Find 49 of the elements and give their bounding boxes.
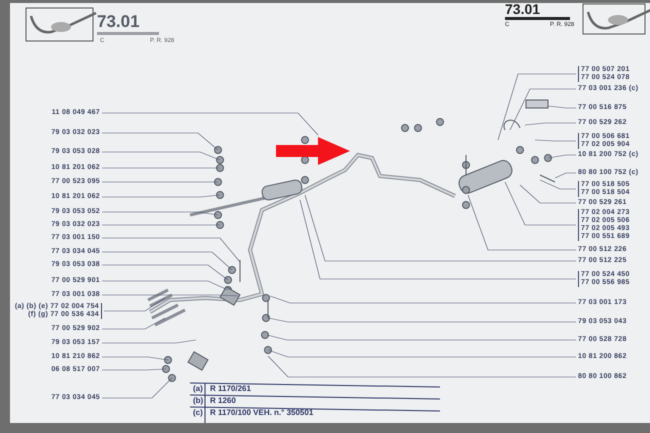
vehicle-type: R 1170/261 xyxy=(210,384,251,393)
bracketed-part-numbers xyxy=(14,303,102,319)
leader-line xyxy=(102,252,232,270)
title-number: 73.01 xyxy=(97,12,140,32)
leader-line xyxy=(102,356,168,360)
leader-line xyxy=(270,296,576,304)
leader-line xyxy=(104,298,166,312)
leader-line xyxy=(304,194,576,262)
leader-line xyxy=(102,224,220,226)
leader-line xyxy=(102,264,228,280)
leader-line xyxy=(540,180,576,190)
leader-line xyxy=(102,212,218,216)
leader-line xyxy=(268,318,576,322)
variant-code: (a) xyxy=(193,384,203,393)
variant-code: (c) xyxy=(193,408,203,417)
leader-line xyxy=(534,140,576,142)
leader-line xyxy=(498,74,576,140)
leader-line xyxy=(468,194,576,250)
leader-line xyxy=(102,340,196,344)
bracketed-part-numbers xyxy=(578,133,630,149)
vehicle-type: R 1170/100 VEH. n.° 350501 xyxy=(210,408,314,417)
leader-line xyxy=(524,122,576,126)
leader-line xyxy=(102,280,228,290)
bracketed-part-numbers xyxy=(578,271,630,287)
leader-line xyxy=(268,356,576,378)
leader-line xyxy=(300,200,576,280)
leader-line xyxy=(268,350,576,358)
bracketed-part-numbers xyxy=(578,181,630,197)
leader-line xyxy=(102,132,218,150)
leader-line xyxy=(548,154,576,158)
leader-line xyxy=(102,318,166,330)
title-number: 73.01 xyxy=(505,1,540,17)
leader-line xyxy=(102,238,240,262)
leader-line xyxy=(102,368,166,370)
leader-line xyxy=(102,112,318,136)
bracketed-part-numbers xyxy=(578,66,630,82)
variant-code: (b) xyxy=(193,396,204,405)
leader-line xyxy=(102,378,172,398)
leader-line xyxy=(102,294,238,296)
leader-line xyxy=(510,88,576,130)
vehicle-type: R 1260 xyxy=(210,396,236,405)
leader-line xyxy=(548,106,576,108)
leader-line xyxy=(504,182,576,226)
leader-line xyxy=(554,172,576,178)
leader-line xyxy=(520,184,576,204)
bracketed-part-numbers xyxy=(578,209,630,241)
leader-line xyxy=(102,152,220,160)
leader-line xyxy=(266,334,576,340)
leader-line xyxy=(102,194,220,198)
